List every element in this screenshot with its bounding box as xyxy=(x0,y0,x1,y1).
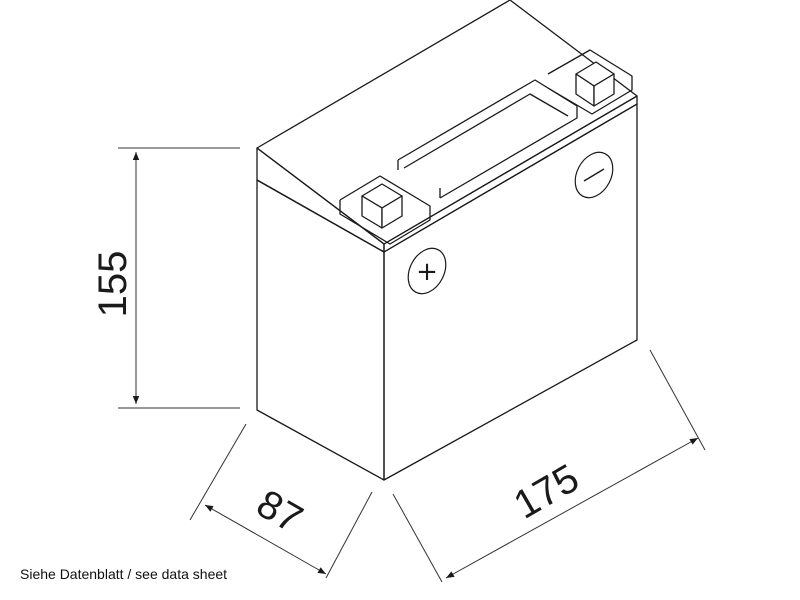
width-dimension xyxy=(392,349,706,583)
depth-extension-left xyxy=(189,423,247,521)
width-label: 175 xyxy=(507,456,587,527)
width-dimension-line xyxy=(445,437,699,579)
height-label: 155 xyxy=(91,251,135,318)
case-side-face xyxy=(383,103,638,481)
height-dimension xyxy=(118,147,240,409)
terminal-rear xyxy=(575,61,615,107)
vent-recess xyxy=(397,79,578,199)
front-terminal-well xyxy=(339,175,431,245)
case-front-face xyxy=(256,179,385,481)
width-extension-left xyxy=(392,493,443,583)
depth-dimension xyxy=(189,423,373,579)
rear-terminal-well xyxy=(547,49,633,115)
depth-dimension-line xyxy=(204,504,327,575)
positive-symbol: + xyxy=(407,247,447,295)
data-sheet-caption: Siehe Datenblatt / see data sheet xyxy=(20,566,228,582)
vent-recess-inner xyxy=(403,93,569,169)
depth-label: 87 xyxy=(249,482,310,542)
lid-side-face xyxy=(383,95,638,253)
depth-extension-right xyxy=(325,491,373,579)
battery-outline xyxy=(256,0,638,481)
terminal-front xyxy=(361,183,403,229)
positive-sign: + xyxy=(416,257,438,287)
width-extension-right xyxy=(649,349,706,451)
negative-symbol xyxy=(574,151,614,199)
